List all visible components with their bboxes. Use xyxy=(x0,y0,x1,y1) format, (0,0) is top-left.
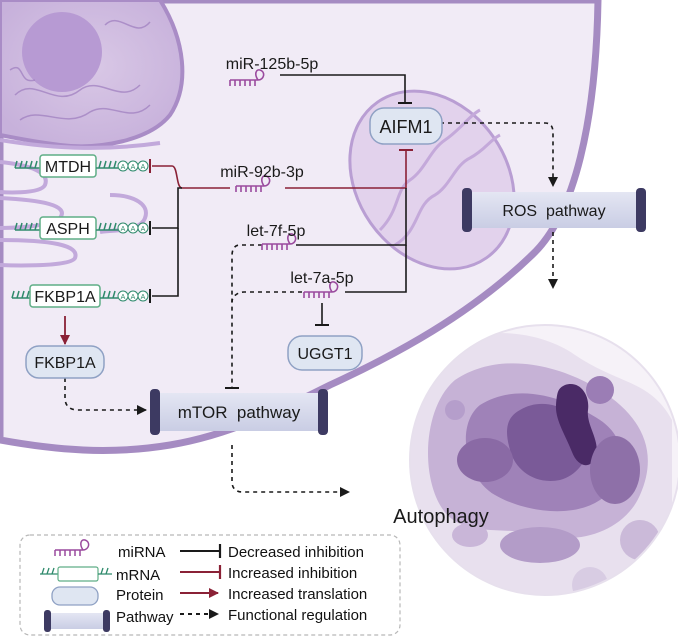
polya-letter: A xyxy=(141,164,146,171)
legend-translation-label: Increased translation xyxy=(228,586,367,603)
polya-letter: A xyxy=(121,164,126,171)
legend-decreased-symbol xyxy=(180,544,222,558)
edge-mtor-autophagy xyxy=(231,445,350,497)
mirna-glyph xyxy=(303,281,339,298)
legend-decreased-label: Decreased inhibition xyxy=(228,544,364,561)
legend-mirna-symbol xyxy=(54,539,90,556)
polya-letter: A xyxy=(131,226,136,233)
polya-tail: A A A xyxy=(117,290,149,302)
legend-pathway-symbol xyxy=(44,610,110,632)
pathway-mtor: mTOR pathway xyxy=(150,389,328,435)
edge-mir92b-fkbp1a xyxy=(152,228,179,297)
legend-mrna-label: mRNA xyxy=(116,567,160,584)
mrna-mtdh: MTDH A A A xyxy=(14,154,149,178)
pathway-ros: ROS pathway xyxy=(462,188,646,232)
mtor-label: mTOR pathway xyxy=(178,403,301,422)
protein-fkbp1a: FKBP1A xyxy=(25,345,105,379)
edge-mir92b-asph xyxy=(152,187,182,229)
ros-label: ROS pathway xyxy=(502,203,605,220)
legend-frame xyxy=(19,534,401,636)
let7f-label: let-7f-5p xyxy=(247,223,306,240)
protein-uggt1: UGGT1 xyxy=(287,335,363,371)
legend-pathway-label: Pathway xyxy=(116,609,174,626)
polya-letter: A xyxy=(131,164,136,171)
mrna-fkbp1a: FKBP1A A A A xyxy=(11,284,149,308)
edge-let7a-aifm1 xyxy=(345,245,407,293)
let7a-label: let-7a-5p xyxy=(290,270,353,287)
mir125b-label: miR-125b-5p xyxy=(226,56,319,73)
mrna-asph: ASPH A A A xyxy=(14,216,149,240)
nucleus xyxy=(0,0,185,149)
mir92b-label: miR-92b-3p xyxy=(220,164,304,181)
polya-letter: A xyxy=(141,226,146,233)
fkbp1a-protein-label: FKBP1A xyxy=(34,355,96,372)
aifm1-label: AIFM1 xyxy=(379,117,432,137)
mrna-nodes: MTDH A A A ASPH A A A xyxy=(11,154,149,308)
legend-increased-symbol xyxy=(180,565,222,579)
protein-aifm1: AIFM1 xyxy=(369,107,443,145)
polya-letter: A xyxy=(121,294,126,301)
polya-letter: A xyxy=(141,294,146,301)
edge-aifm1-ros xyxy=(440,122,558,187)
legend-mrna-symbol xyxy=(40,566,112,582)
edges xyxy=(60,74,558,497)
legend-protein-label: Protein xyxy=(116,587,164,604)
polya-tail: A A A xyxy=(117,222,149,234)
legend: miRNA mRNA Protein Pathway Decreased inh… xyxy=(19,534,401,636)
mirna-glyph xyxy=(261,233,297,250)
autophagy-illustration xyxy=(409,324,678,596)
polya-letter: A xyxy=(121,226,126,233)
mtdh-label: MTDH xyxy=(45,159,91,176)
mirna-glyph xyxy=(229,69,265,86)
mirna-glyph xyxy=(235,175,271,192)
edge-mir125b-aifm1 xyxy=(280,74,406,103)
legend-mirna-label: miRNA xyxy=(118,544,166,561)
fkbp1a-mrna-label: FKBP1A xyxy=(34,289,96,306)
legend-increased-label: Increased inhibition xyxy=(228,565,357,582)
legend-functional-label: Functional regulation xyxy=(228,607,367,624)
polya-tail: A A A xyxy=(117,160,149,172)
edge-let7a-mtor xyxy=(231,291,302,303)
polya-letter: A xyxy=(131,294,136,301)
autophagy-label: Autophagy xyxy=(393,506,489,528)
protein-nodes: AIFM1 FKBP1A UGGT1 xyxy=(25,107,443,379)
legend-protein-symbol xyxy=(51,586,99,606)
pathway-nodes: ROS pathway mTOR pathway xyxy=(150,188,646,435)
uggt1-label: UGGT1 xyxy=(297,346,352,363)
asph-label: ASPH xyxy=(46,221,90,238)
mirna-nodes: miR-125b-5p miR-92b-3p let-7f-5p let-7a-… xyxy=(220,56,354,298)
